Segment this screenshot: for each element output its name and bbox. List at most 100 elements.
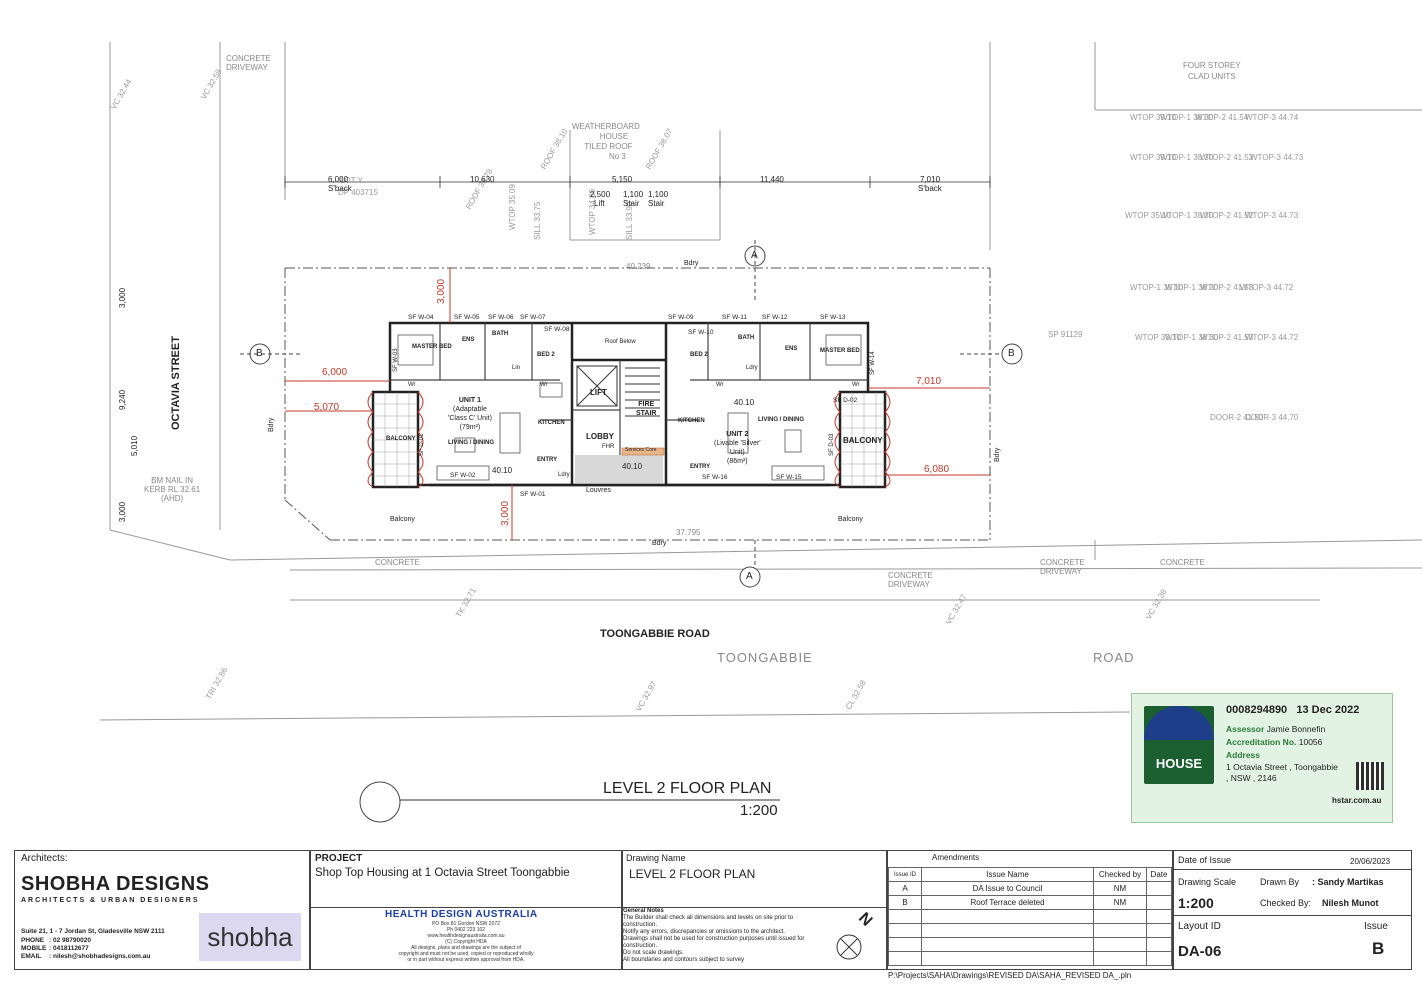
door-d02: SF D-02: [833, 397, 858, 404]
qr-code: [1356, 762, 1384, 790]
section-a-bottom: A: [746, 571, 753, 582]
svg-text:WTOP-3 44.72: WTOP-3 44.72: [1245, 333, 1299, 342]
window-w07: SF W-07: [520, 314, 546, 321]
window-w11: SF W-11: [722, 314, 748, 321]
amendments-panel: Amendments Issue ID Issue Name Checked b…: [887, 850, 1173, 970]
svg-text:WTOP-3 44.73: WTOP-3 44.73: [1250, 153, 1304, 162]
unit2-entry: ENTRY: [690, 464, 711, 470]
balcony-note-left: Balcony: [390, 516, 415, 523]
section-b-left: B: [256, 348, 263, 359]
unit1-living: LIVING / DINING: [448, 440, 495, 446]
setback-top-dim: 3,000: [436, 278, 447, 304]
svg-text:WTOP 35.10: WTOP 35.10: [1125, 211, 1172, 220]
street-label-toongabbie: TOONGABBIE: [717, 650, 813, 665]
svg-text:DOOR-2 41.50: DOOR-2 41.50: [1210, 413, 1264, 422]
rl-unit1: 40.10: [492, 466, 513, 475]
architect-panel: Architects: SHOBHA DESIGNS ARCHITECTS & …: [14, 850, 310, 970]
lift-stair-core: [576, 365, 660, 417]
window-w14: SF W-14: [870, 351, 876, 375]
checked-by: Nilesh Munot: [1322, 898, 1379, 908]
unit1-kitchen: KITCHEN: [538, 420, 565, 426]
wr-unit2: Wr: [716, 382, 724, 388]
section-a-top: A: [751, 250, 758, 261]
dim-top-4: 11,440: [760, 175, 784, 184]
svg-text:SILL 33.75: SILL 33.75: [533, 201, 542, 240]
svg-text:ROOF 38.07: ROOF 38.07: [644, 127, 675, 171]
ldry-unit1: Ldry: [558, 472, 570, 478]
svg-text:CL 32.58: CL 32.58: [844, 678, 868, 711]
window-w02: SF W-02: [450, 472, 476, 479]
lin-unit1: Lin: [512, 365, 521, 371]
sback-top-5: S'back: [918, 184, 942, 193]
layout-id: DA-06: [1178, 943, 1222, 960]
unit1-label: UNIT 1 (Adaptable 'Class C' Unit) (79m²): [448, 397, 492, 431]
drawn-label: Drawn By: [1260, 877, 1300, 887]
window-w13: SF W-13: [820, 314, 846, 321]
issue-panel: Date of Issue 20/06/2023 Drawing Scale 1…: [1173, 850, 1412, 970]
door-d01: SF D-01: [419, 433, 425, 456]
scale-label: Drawing Scale: [1178, 877, 1237, 887]
lift-dim: 2,500 Lift: [590, 190, 611, 208]
furniture: [397, 334, 862, 481]
svg-text:WTOP-1 38.30: WTOP-1 38.30: [1165, 283, 1219, 292]
svg-text:WTOP 35.10: WTOP 35.10: [1130, 113, 1177, 122]
checked-label: Checked By:: [1260, 898, 1312, 908]
concrete-driveway-mid: CONCRETE DRIVEWAY: [888, 571, 933, 589]
wr-unit1: Wr: [408, 382, 416, 388]
dim-top-5: 7,010: [920, 175, 941, 184]
door-d03: SF D-03: [829, 433, 835, 456]
general-notes: General Notes The Builder shall check al…: [623, 908, 805, 963]
roof-below-label: Roof Below: [605, 339, 636, 345]
svg-text:VC 32.47: VC 32.47: [944, 592, 969, 626]
svg-text:WTOP-1 38.30: WTOP-1 38.30: [1160, 113, 1214, 122]
lobby-floor: [575, 455, 663, 483]
stair-dim-1: 1,100 Stair: [623, 190, 644, 208]
window-w06: SF W-06: [488, 314, 514, 321]
svg-text:SILL 33.90: SILL 33.90: [625, 201, 634, 240]
svg-text:DOOR-3 44.70: DOOR-3 44.70: [1245, 413, 1299, 422]
cert-site: hstar.com.au: [1332, 796, 1382, 805]
svg-text:WTOP-1 38.30: WTOP-1 38.30: [1165, 333, 1219, 342]
svg-text:WTOP-3 44.73: WTOP-3 44.73: [1245, 211, 1299, 220]
lobby-label: LOBBY: [586, 432, 614, 441]
drawing-name-panel: Drawing Name LEVEL 2 FLOOR PLAN General …: [622, 850, 887, 970]
stair-dim-2: 1,100 Stair: [648, 190, 669, 208]
section-lines: [240, 240, 1000, 565]
svg-text:WTOP 35.10: WTOP 35.10: [1135, 333, 1182, 342]
bdry-left: Bdry: [268, 417, 275, 432]
sback-top-1: S'back: [328, 184, 352, 193]
window-w09: SF W-09: [668, 314, 694, 321]
lot-label: LOT Y: [340, 176, 363, 185]
ldry-unit2: Ldry: [746, 365, 758, 371]
setback-dimensions: [285, 268, 990, 540]
layout-label: Layout ID: [1178, 921, 1221, 932]
dim-top-1: 6,000: [328, 175, 349, 184]
concrete-label-left: CONCRETE: [375, 558, 420, 567]
amend-header-row: Issue ID Issue Name Checked by Date: [888, 867, 1172, 882]
amendments-label: Amendments: [932, 853, 980, 862]
drawing-name-label: Drawing Name: [626, 853, 686, 863]
unit2-balcony: BALCONY: [843, 436, 883, 445]
bm-nail-label: BM NAIL IN KERB RL 32.61 (AHD): [144, 476, 201, 503]
fhr-label: FHR: [602, 444, 615, 450]
unit1-master-bed: MASTER BED: [412, 344, 452, 350]
wr-unit1b: Wr: [540, 382, 548, 388]
firm-name: SHOBHA DESIGNS: [21, 873, 210, 895]
floor-plan-drawing: VC 32.44 VC 32.58 ROOF 38.10 ROOF 38.07 …: [99, 42, 1422, 823]
file-path: P:\Projects\SAHA\Drawings\REVISED DA\SAH…: [888, 971, 1132, 980]
cert-number: 0008294890 13 Dec 2022: [1226, 704, 1360, 716]
scale-value: 1:200: [1178, 895, 1214, 911]
cert-address-2: , NSW , 2146: [1226, 773, 1277, 783]
services-core-label: Services Core: [625, 447, 657, 453]
dp-label: DP 403715: [338, 188, 378, 197]
svg-text:WTOP-2 41.53: WTOP-2 41.53: [1200, 333, 1254, 342]
concrete-driveway-right: CONCRETE DRIVEWAY: [1040, 558, 1085, 576]
section-b-right: B: [1008, 348, 1015, 359]
unit2-living: LIVING / DINING: [758, 417, 805, 423]
site-dim-top: 40.239: [626, 262, 651, 271]
svg-text:WTOP-1 35.10: WTOP-1 35.10: [1130, 283, 1184, 292]
unit2-kitchen: KITCHEN: [678, 418, 705, 424]
unit2-ens: ENS: [785, 346, 798, 352]
svg-text:WTOP 35.10: WTOP 35.10: [1130, 153, 1177, 162]
nationwide-house-logo: HOUSE: [1144, 706, 1214, 784]
